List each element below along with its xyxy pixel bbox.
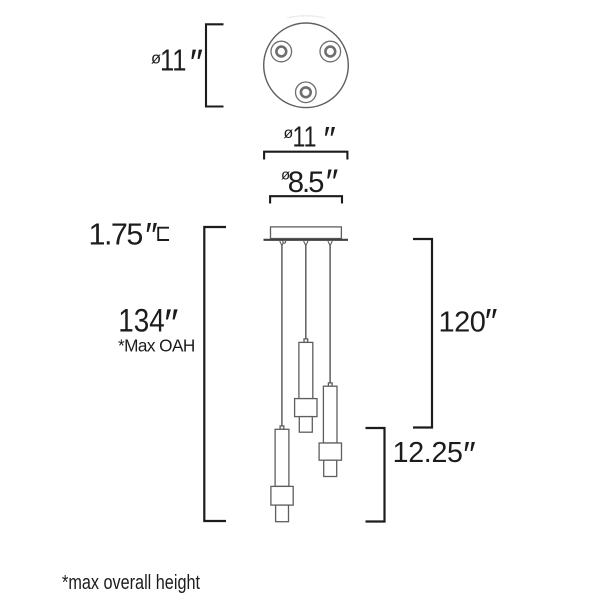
svg-text:12.25: 12.25: [393, 437, 463, 469]
svg-text:″: ″: [190, 42, 203, 83]
svg-text:8.5: 8.5: [288, 166, 324, 199]
svg-text:″: ″: [145, 216, 157, 255]
svg-text:ø: ø: [284, 125, 294, 142]
svg-text:*max overall height: *max overall height: [62, 572, 200, 594]
svg-text:134: 134: [118, 303, 165, 339]
svg-text:120: 120: [439, 306, 486, 338]
svg-text:″: ″: [326, 162, 339, 202]
svg-text:″: ″: [324, 121, 336, 159]
svg-text:″: ″: [463, 435, 475, 474]
svg-text:ø: ø: [151, 50, 161, 68]
svg-text:11: 11: [293, 122, 317, 154]
svg-text:11: 11: [160, 44, 187, 78]
svg-text:*Max OAH: *Max OAH: [118, 335, 195, 355]
svg-text:″: ″: [164, 302, 178, 346]
svg-text:1.75: 1.75: [89, 217, 143, 251]
svg-text:″: ″: [485, 302, 498, 342]
svg-text:ø: ø: [281, 166, 290, 183]
